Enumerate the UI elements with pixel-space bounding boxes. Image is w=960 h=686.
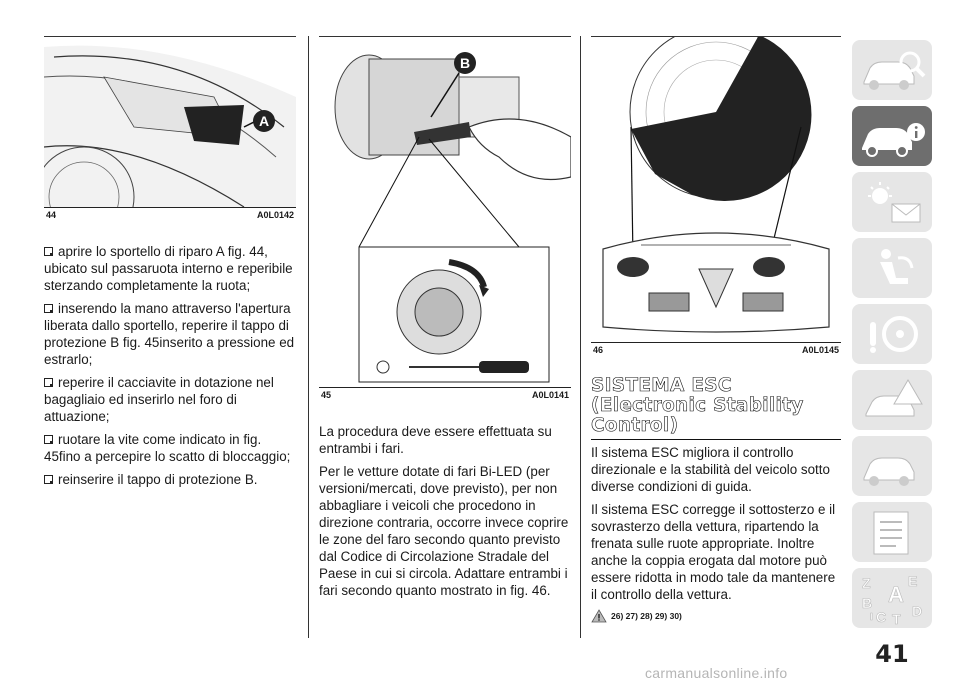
car-service-icon <box>863 457 915 486</box>
figure-number: 45 <box>321 390 332 400</box>
watermark: carmanualsonline.info <box>645 665 788 681</box>
airbag-seat-icon <box>880 249 914 284</box>
tab-warning-lights[interactable] <box>852 172 932 232</box>
checkbox-bullet-icon <box>44 475 53 484</box>
svg-text:E: E <box>908 573 917 589</box>
warning-triangle-car-icon <box>865 379 923 417</box>
chapter-tabs: Z E A B C T D I <box>852 40 932 634</box>
svg-text:A: A <box>888 582 904 607</box>
checkbox-bullet-icon <box>44 304 53 313</box>
paragraph: La procedura deve essere effettuata su e… <box>319 424 552 456</box>
warning-references: 26) 27) 28) 29) 30) <box>591 609 841 623</box>
callout-a-label: A <box>259 113 269 129</box>
warning-lights-envelope-icon <box>868 182 921 223</box>
paragraph: Il sistema ESC migliora il controllo dir… <box>591 445 830 494</box>
figure-44: A 44 A0L0142 <box>44 37 296 223</box>
figure-46: 46 A0L0145 <box>591 37 841 358</box>
car-magnifier-icon <box>863 51 926 90</box>
column-3: 46 A0L0145 SISTEMA ESC (Electronic Stabi… <box>591 37 841 623</box>
figure-caption: 45 A0L0141 <box>319 387 571 403</box>
tab-index[interactable]: Z E A B C T D I <box>852 568 932 628</box>
column-1: A 44 A0L0142 aprire lo sportello di ripa… <box>44 37 296 494</box>
car-info-icon <box>862 123 925 157</box>
figure-caption: 46 A0L0145 <box>591 342 841 358</box>
warning-triangle-icon <box>591 609 607 623</box>
list-item: reinserire il tappo di protezione B. <box>44 471 296 488</box>
alphabetical-index-icon: Z E A B C T D I <box>862 573 923 628</box>
page-number: 41 <box>875 640 909 668</box>
svg-text:B: B <box>862 595 872 611</box>
svg-text:Z: Z <box>862 575 871 591</box>
car-headlight-mask-illustration <box>602 37 830 333</box>
figure-code: A0L0141 <box>531 390 569 400</box>
document-list-icon <box>873 511 909 555</box>
column-2: B 45 A0L0141 La procedura deve essere <box>319 37 571 605</box>
figure-45: B 45 A0L0141 <box>319 37 571 403</box>
svg-text:I: I <box>870 612 873 623</box>
checkbox-bullet-icon <box>44 378 53 387</box>
list-item: inserendo la mano attraverso l'apertura … <box>44 301 295 367</box>
tab-emergency[interactable] <box>852 370 932 430</box>
svg-text:T: T <box>892 611 901 627</box>
callout-a-badge <box>253 110 275 132</box>
figure-code: A0L0142 <box>256 210 294 220</box>
callout-b-label: B <box>460 55 470 71</box>
column-divider <box>308 36 309 638</box>
tab-safety[interactable] <box>852 238 932 298</box>
svg-text:C: C <box>876 609 886 625</box>
callout-b-badge <box>454 52 476 74</box>
figure-caption: 44 A0L0142 <box>44 207 296 223</box>
headlight-adjustment-illustration: B <box>334 52 571 383</box>
tab-car-info[interactable] <box>852 106 932 166</box>
figure-code: A0L0145 <box>801 345 839 355</box>
section-heading: SISTEMA ESC (Electronic Stability Contro… <box>591 375 841 440</box>
svg-text:D: D <box>912 603 922 619</box>
list-item: ruotare la vite come indicato in fig. 45… <box>44 432 291 464</box>
paragraph: Per le vetture dotate di fari Bi-LED (pe… <box>319 464 569 598</box>
list-item: aprire lo sportello di riparo A fig. 44,… <box>44 244 293 293</box>
tab-driving[interactable] <box>852 304 932 364</box>
paragraph: Il sistema ESC corregge il sottosterzo e… <box>591 502 836 602</box>
steering-wheel-icon <box>870 316 918 353</box>
column-3-text: Il sistema ESC migliora il controllo dir… <box>591 444 841 603</box>
rotation-arrow-icon <box>448 259 487 288</box>
tab-car-magnifier[interactable] <box>852 40 932 100</box>
column-divider <box>580 36 581 638</box>
steps-list: aprire lo sportello di riparo A fig. 44,… <box>44 243 296 488</box>
checkbox-bullet-icon <box>44 435 53 444</box>
column-2-text: La procedura deve essere effettuata su e… <box>319 423 571 599</box>
list-item: reperire il cacciavite in dotazione nel … <box>44 375 274 424</box>
figure-number: 46 <box>593 345 604 355</box>
top-rule <box>319 36 571 37</box>
tab-technical-data[interactable] <box>852 502 932 562</box>
checkbox-bullet-icon <box>44 247 53 256</box>
figure-number: 44 <box>46 210 57 220</box>
tab-maintenance[interactable] <box>852 436 932 496</box>
wheel-arch-illustration: A <box>44 45 296 207</box>
top-rule <box>44 36 296 37</box>
